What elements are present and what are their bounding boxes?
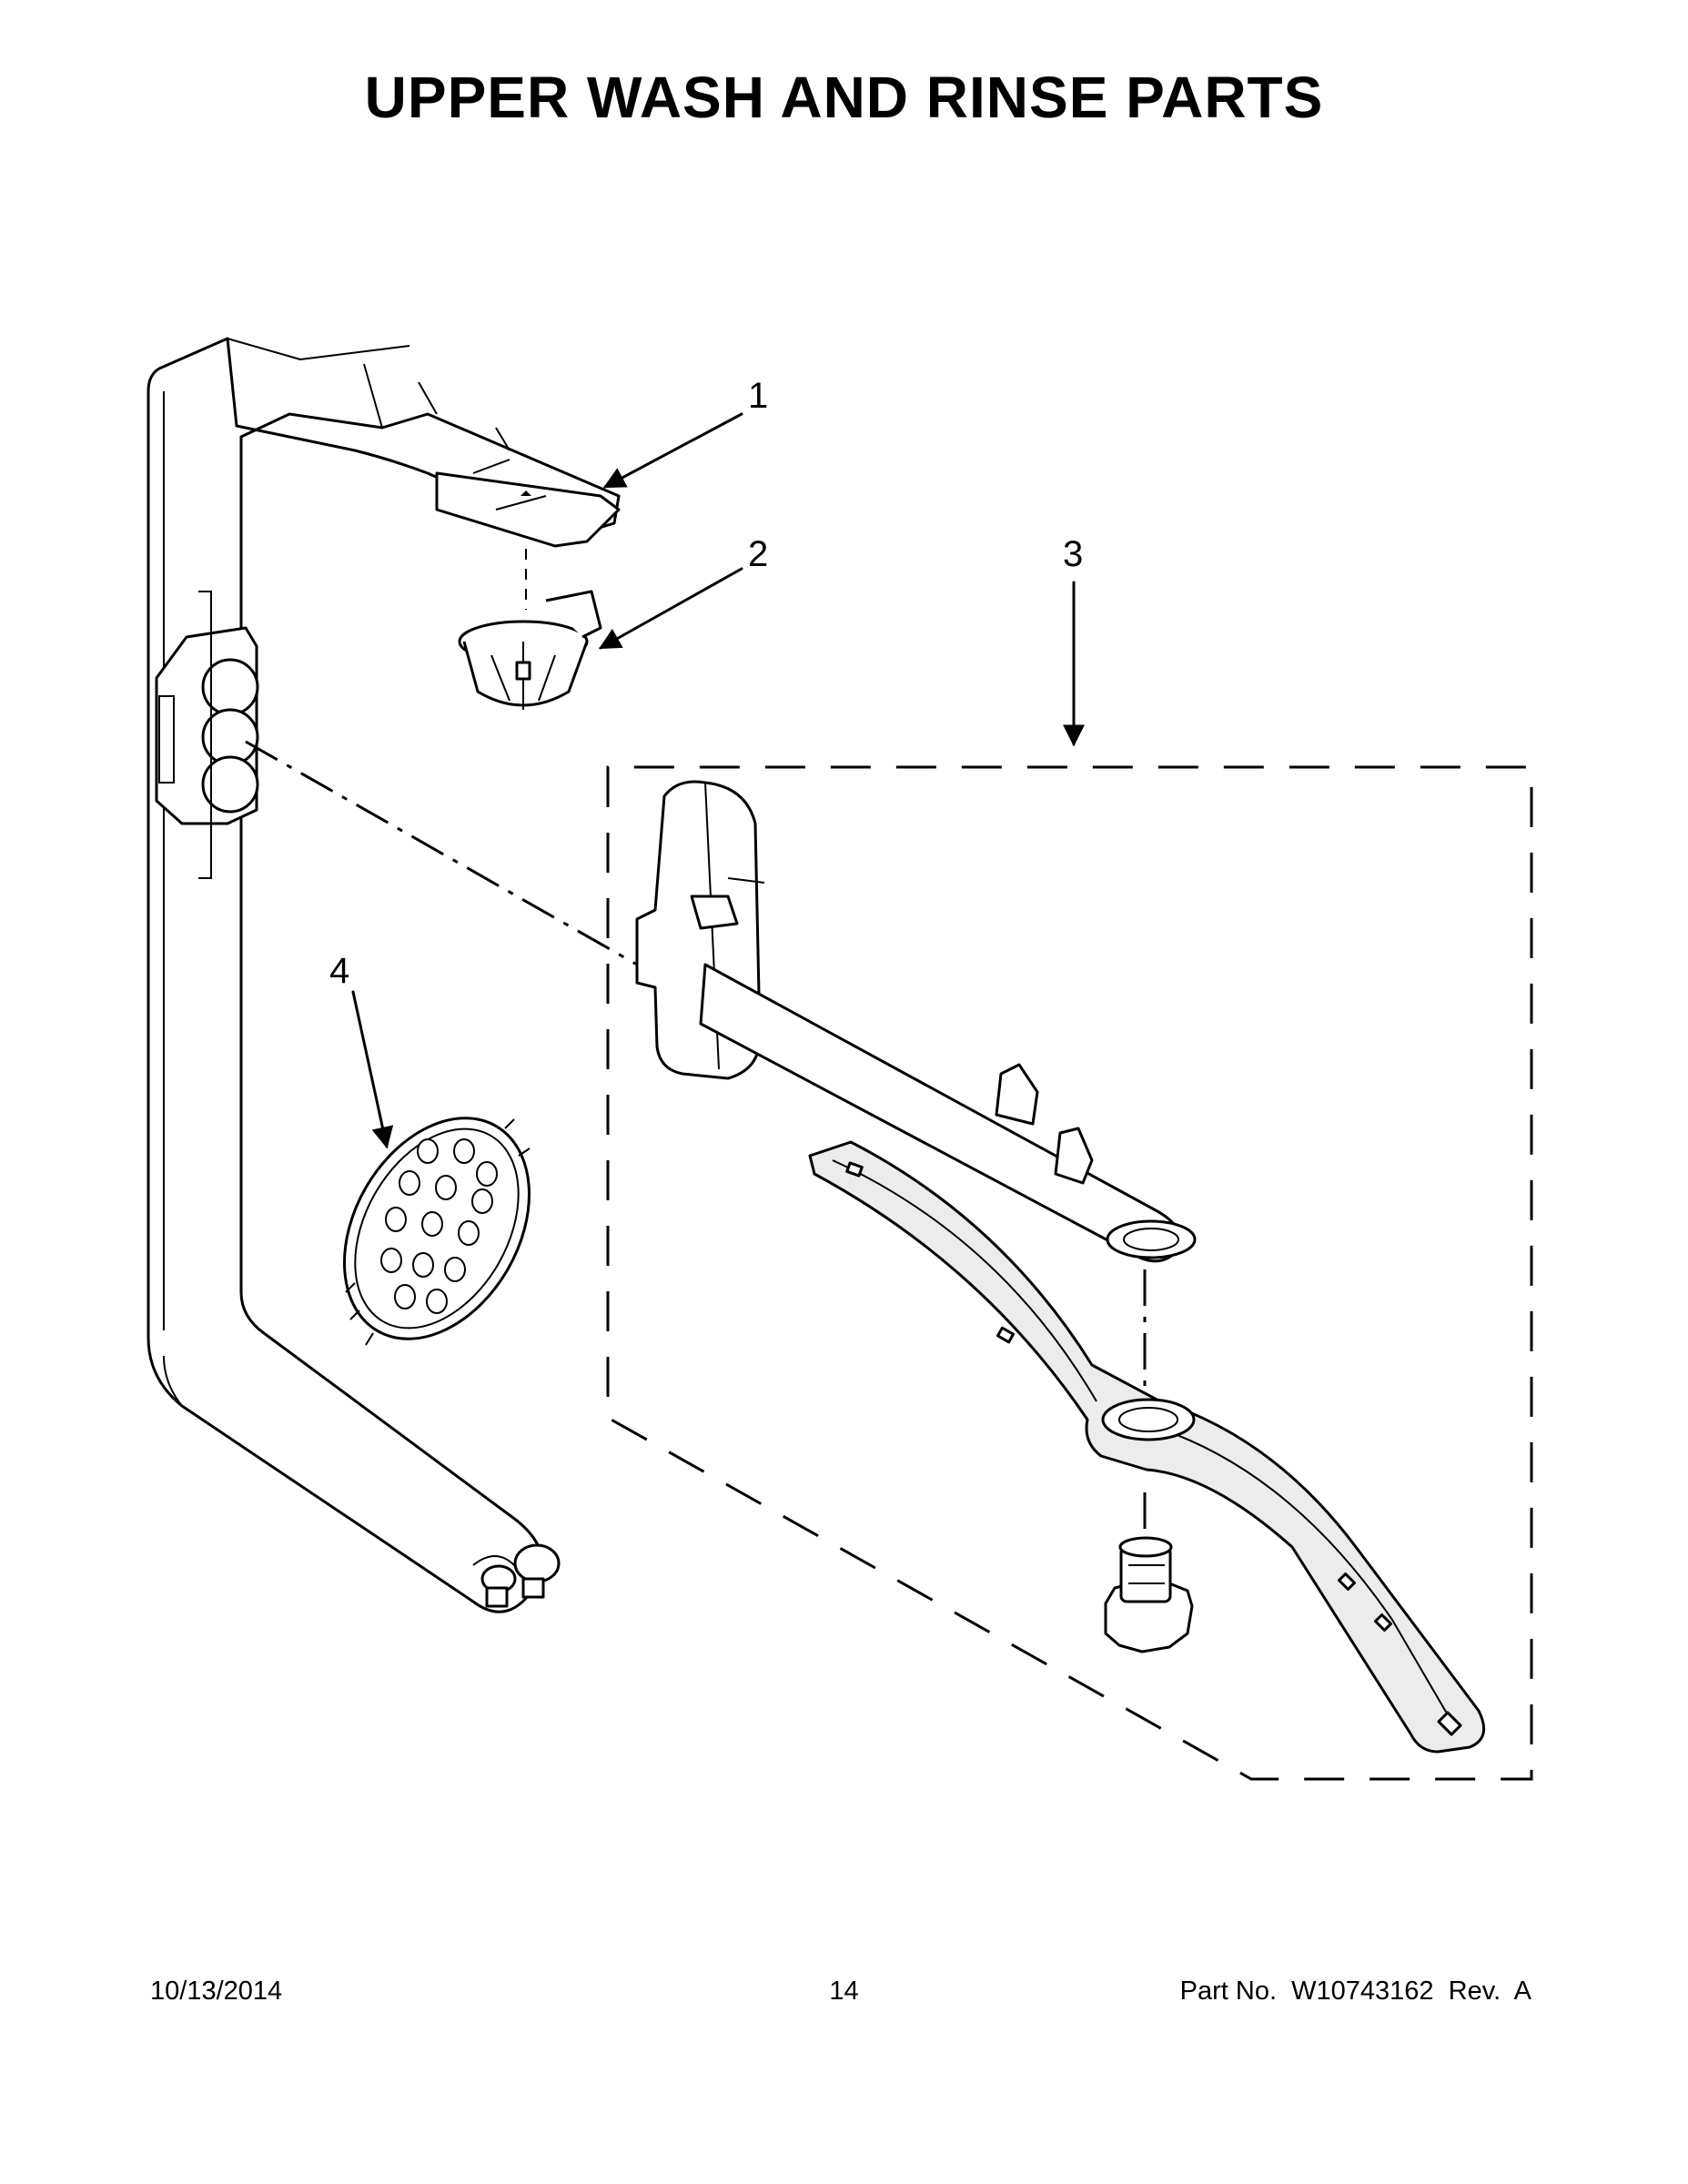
part-3-hub-nut	[1104, 1536, 1194, 1653]
page-title: UPPER WASH AND RINSE PARTS	[364, 65, 1324, 130]
part-3-assembly-boundary	[606, 765, 1533, 1781]
callout-1-leader	[602, 412, 743, 489]
alignment-line-ports	[245, 740, 638, 966]
footer-part-number: Part No. W10743162 Rev. A	[1179, 1977, 1531, 2006]
part-4-filter-disc	[343, 1117, 531, 1346]
supply-tube	[147, 337, 621, 1613]
footer-date: 10/13/2014	[150, 1977, 283, 2006]
part-1-nozzle	[435, 459, 621, 548]
callout-2-label: 2	[748, 534, 768, 574]
footer-page-number: 14	[829, 1977, 859, 2006]
callout-4-leader	[351, 990, 394, 1149]
callout-1-label: 1	[748, 376, 768, 416]
callout-4-label: 4	[329, 951, 349, 991]
callout-3-label: 3	[1063, 534, 1083, 574]
part-3-spray-arm	[808, 1140, 1486, 1754]
callout-2-leader	[598, 567, 743, 650]
part-3-feed-tube	[635, 780, 1197, 1263]
part-2-retainer	[458, 549, 602, 710]
